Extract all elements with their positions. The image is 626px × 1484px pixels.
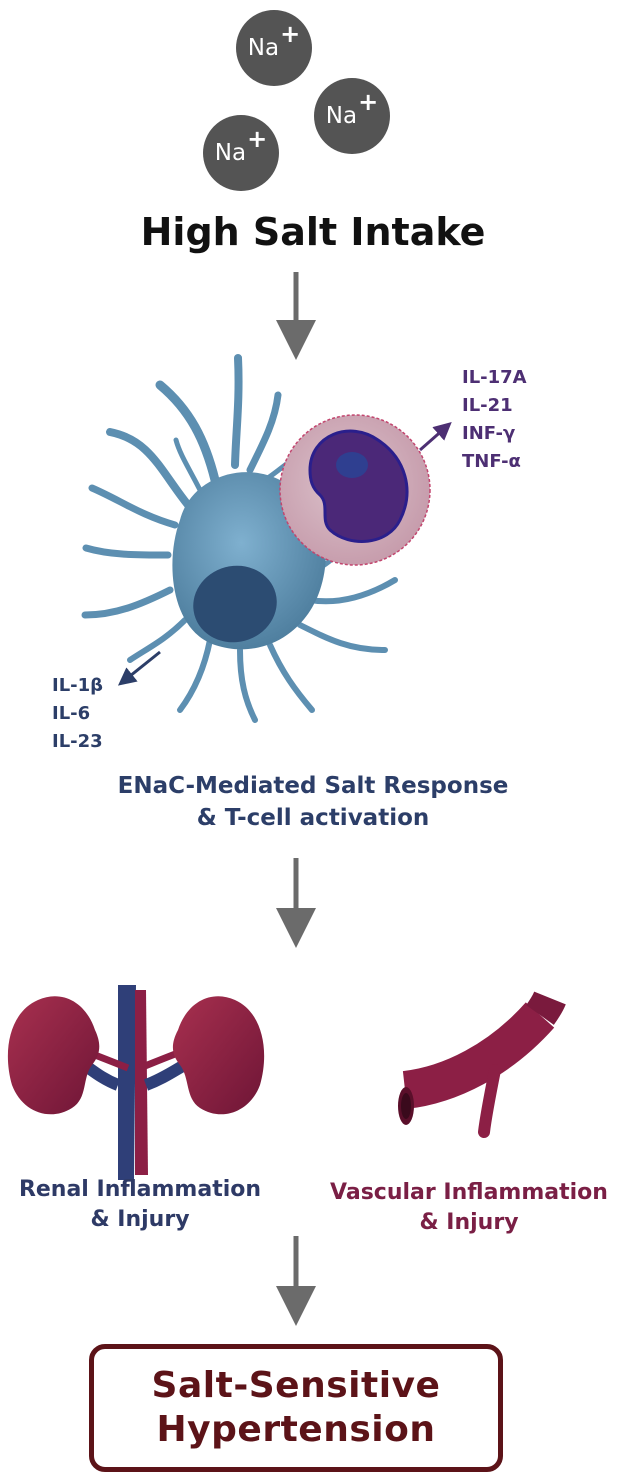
sodium-ion: Na+ bbox=[203, 115, 279, 191]
dc-cytokine-list: IL-1β IL-6 IL-23 bbox=[52, 672, 103, 756]
dendritic-cell bbox=[81, 354, 398, 723]
ion-charge: + bbox=[280, 20, 301, 48]
cytokine-label: IL-1β bbox=[52, 675, 104, 696]
tcell-cytokine-arrow bbox=[419, 422, 452, 452]
renal-line: Renal Inflammation bbox=[18, 1177, 262, 1202]
tcell-cytokine-list: IL-17A IL-21 INF-γ TNF-α bbox=[462, 364, 527, 476]
kidneys-illustration bbox=[7, 985, 265, 1180]
blood-vessel-illustration bbox=[398, 991, 566, 1138]
dc-cytokine-arrow bbox=[117, 650, 161, 686]
vascular-inflammation-label: Vascular Inflammation & Injury bbox=[314, 1178, 624, 1238]
response-line: ENaC-Mediated Salt Response bbox=[117, 773, 509, 799]
ion-symbol: Na bbox=[325, 103, 358, 129]
response-line: & T-cell activation bbox=[196, 805, 430, 831]
sodium-ion: Na+ bbox=[314, 78, 390, 154]
ion-charge: + bbox=[358, 88, 379, 116]
sodium-ion: Na+ bbox=[236, 10, 312, 86]
ion-charge: + bbox=[247, 125, 268, 153]
high-salt-title: High Salt Intake bbox=[140, 210, 486, 254]
renal-inflammation-label: Renal Inflammation & Injury bbox=[0, 1175, 280, 1235]
hypertension-outcome-box: Salt-Sensitive Hypertension bbox=[89, 1344, 503, 1472]
cytokine-label: IL-23 bbox=[52, 731, 103, 752]
cytokine-label: INF-γ bbox=[462, 423, 516, 444]
cytokine-label: TNF-α bbox=[462, 451, 521, 472]
vascular-line: & Injury bbox=[419, 1210, 519, 1235]
outcome-line: Salt-Sensitive bbox=[151, 1365, 441, 1406]
t-cell bbox=[279, 414, 431, 566]
ion-symbol: Na bbox=[214, 140, 247, 166]
dendritic-cell-nucleus bbox=[193, 565, 277, 643]
renal-line: & Injury bbox=[90, 1207, 190, 1232]
outcome-line: Hypertension bbox=[156, 1409, 436, 1450]
cytokine-label: IL-6 bbox=[52, 703, 91, 724]
enac-response-label: ENaC-Mediated Salt Response & T-cell act… bbox=[0, 770, 626, 834]
cytokine-label: IL-21 bbox=[462, 395, 513, 416]
vascular-line: Vascular Inflammation bbox=[330, 1180, 608, 1205]
ion-symbol: Na bbox=[247, 35, 280, 61]
cytokine-label: IL-17A bbox=[462, 367, 527, 388]
